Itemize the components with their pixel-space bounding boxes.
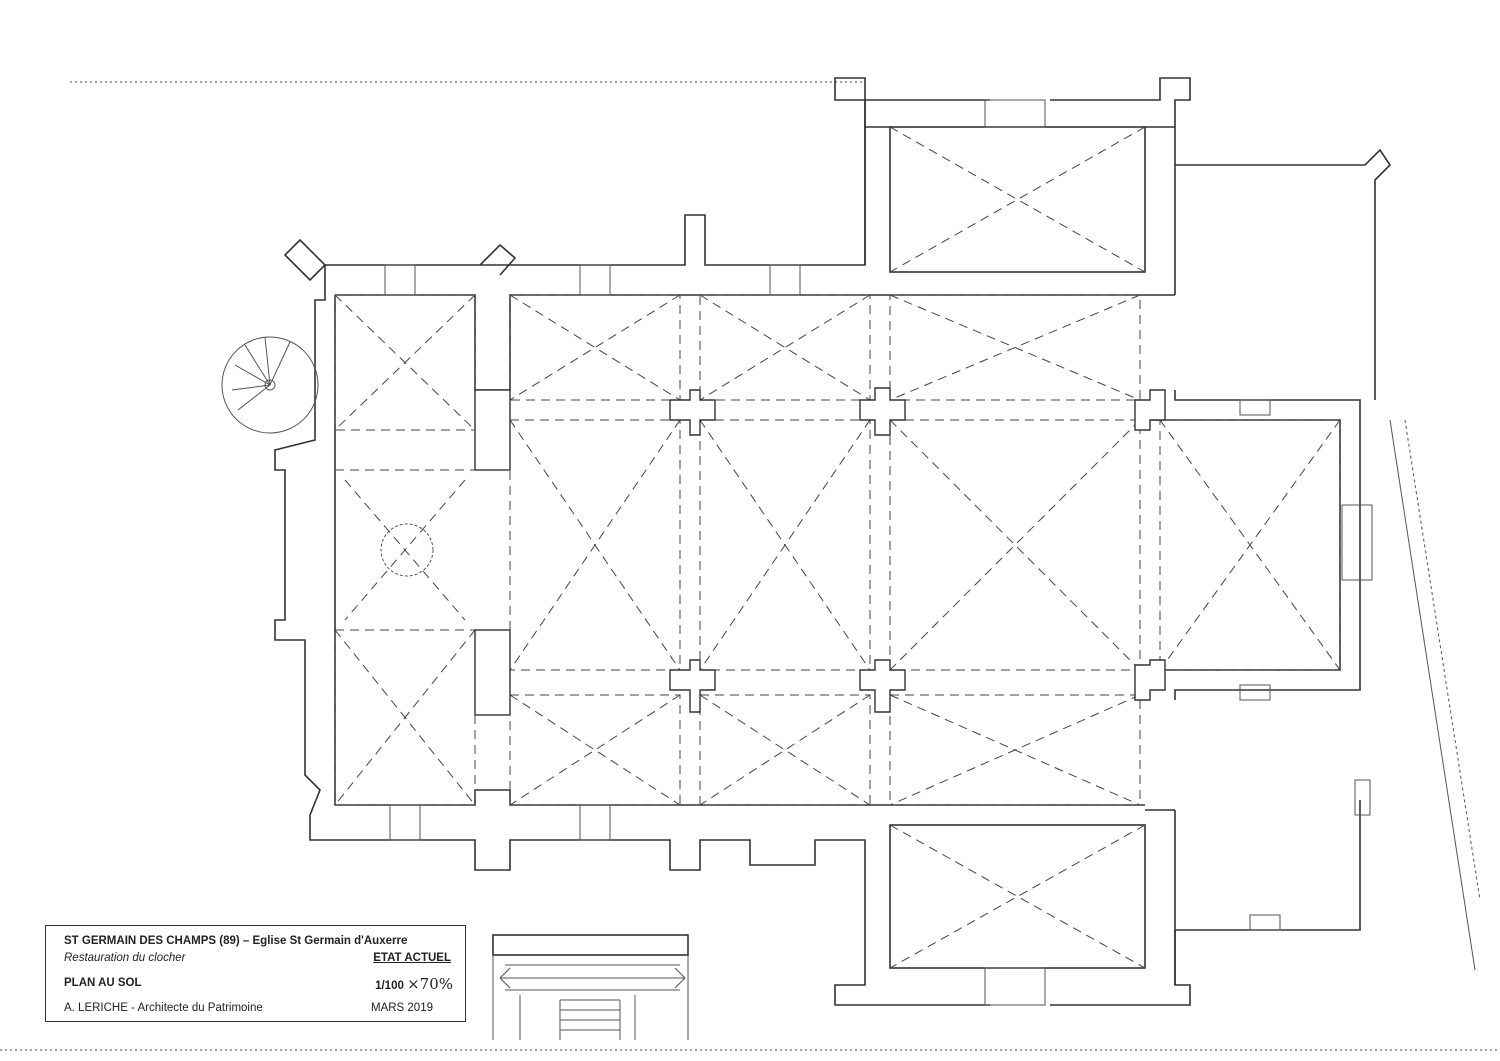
architect-name: A. LERICHE - Architecte du Patrimoine <box>64 1002 263 1014</box>
project-title: ST GERMAIN DES CHAMPS (89) – Eglise St G… <box>64 935 408 947</box>
vault-ribs <box>334 126 1341 969</box>
inner-nave-outline <box>334 294 1341 806</box>
spiral-stair <box>221 336 319 434</box>
windows <box>384 99 1373 1006</box>
buttress-nw <box>283 238 517 282</box>
project-subtitle: Restauration du clocher <box>64 952 186 964</box>
font-basin <box>380 523 434 577</box>
scale-handwritten-note: ×70% <box>407 975 453 993</box>
title-block: ST GERMAIN DES CHAMPS (89) – Eglise St G… <box>45 925 466 1022</box>
road-edge-2 <box>1404 419 1481 901</box>
stair-steps <box>231 336 291 411</box>
detail-elevation <box>492 934 689 1040</box>
scale-value: 1/100 <box>375 980 404 992</box>
state-label: ETAT ACTUEL <box>373 952 451 964</box>
road-edge <box>1389 419 1476 971</box>
east-walls <box>1145 294 1361 811</box>
north-transept <box>889 126 1146 273</box>
scale-label: 1/100 ×70% <box>375 975 453 993</box>
stair-newel <box>264 379 276 391</box>
north-transept-outer <box>864 100 1392 400</box>
piers <box>474 387 1166 716</box>
drawing-date: MARS 2019 <box>370 1002 433 1014</box>
south-transept-outer <box>1174 800 1361 985</box>
drawing-title: PLAN AU SOL <box>64 977 142 989</box>
